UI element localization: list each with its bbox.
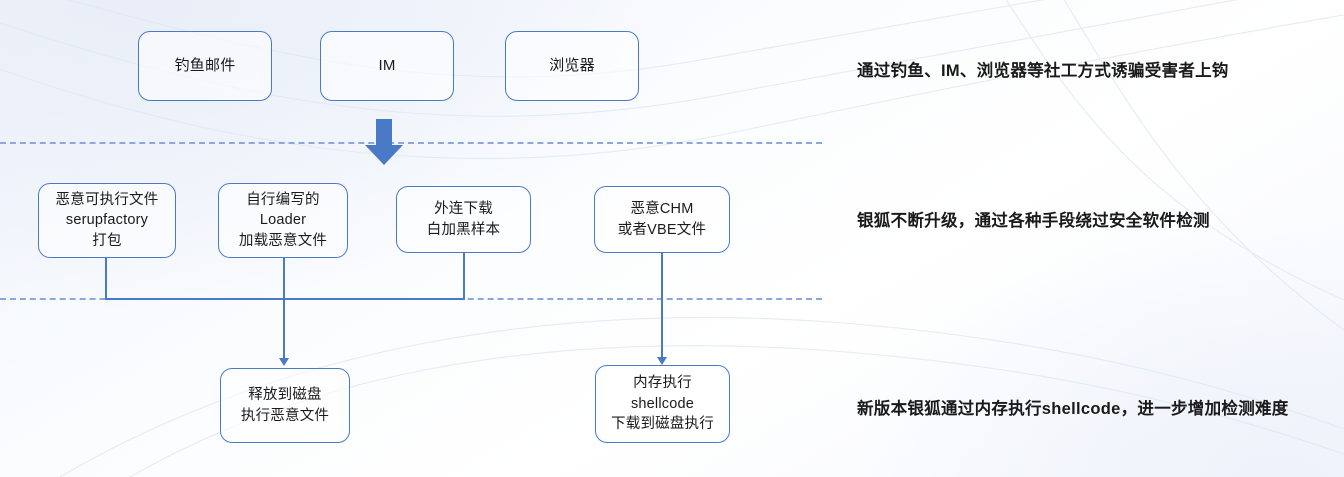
connector-chm-to-memory-exec — [661, 253, 663, 359]
node-label: 恶意CHM 或者VBE文件 — [617, 200, 707, 238]
node-phishing-email[interactable]: 钓鱼邮件 — [138, 31, 272, 101]
connector-executable-down — [105, 258, 107, 299]
annotation-stage-three: 新版本银狐通过内存执行shellcode，进一步增加检测难度 — [857, 395, 1289, 419]
node-memory-shellcode[interactable]: 内存执行 shellcode 下载到磁盘执行 — [595, 365, 730, 443]
annotation-text: 新版本银狐通过内存执行shellcode，进一步增加检测难度 — [857, 400, 1289, 418]
annotation-stage-two: 银狐不断升级，通过各种手段绕过安全软件检测 — [857, 207, 1210, 231]
node-label: 自行编写的 Loader 加载恶意文件 — [238, 191, 328, 249]
node-label: 释放到磁盘 执行恶意文件 — [240, 386, 330, 424]
node-remote-download-whiteblack[interactable]: 外连下载 白加黑样本 — [396, 186, 531, 253]
annotation-text: 银狐不断升级，通过各种手段绕过安全软件检测 — [857, 212, 1210, 230]
stage-divider-top — [0, 142, 822, 144]
connector-bus-to-disk-drop — [283, 298, 285, 360]
stage-transition-arrow — [365, 119, 403, 165]
node-label: 钓鱼邮件 — [174, 57, 236, 75]
node-drop-to-disk-execute[interactable]: 释放到磁盘 执行恶意文件 — [220, 368, 350, 443]
node-malicious-chm-vbe[interactable]: 恶意CHM 或者VBE文件 — [594, 186, 730, 253]
node-label: 恶意可执行文件 serupfactory 打包 — [55, 191, 159, 249]
connector-loader-down — [283, 258, 285, 299]
connector-merge-bus — [105, 298, 465, 300]
connector-whiteblack-down — [463, 253, 465, 299]
node-browser[interactable]: 浏览器 — [505, 31, 639, 101]
node-label: 内存执行 shellcode 下载到磁盘执行 — [611, 375, 714, 433]
node-malicious-executable[interactable]: 恶意可执行文件 serupfactory 打包 — [38, 183, 176, 258]
node-label: IM — [378, 57, 396, 75]
node-custom-loader[interactable]: 自行编写的 Loader 加载恶意文件 — [218, 183, 348, 258]
node-label: 外连下载 白加黑样本 — [426, 200, 501, 238]
node-label: 浏览器 — [549, 57, 595, 75]
node-im[interactable]: IM — [320, 31, 454, 101]
arrowhead-disk-drop — [279, 358, 289, 366]
annotation-stage-one: 通过钓鱼、IM、浏览器等社工方式诱骗受害者上钩 — [857, 57, 1229, 81]
arrowhead-memory-exec — [657, 357, 667, 365]
annotation-text: 通过钓鱼、IM、浏览器等社工方式诱骗受害者上钩 — [857, 62, 1229, 80]
